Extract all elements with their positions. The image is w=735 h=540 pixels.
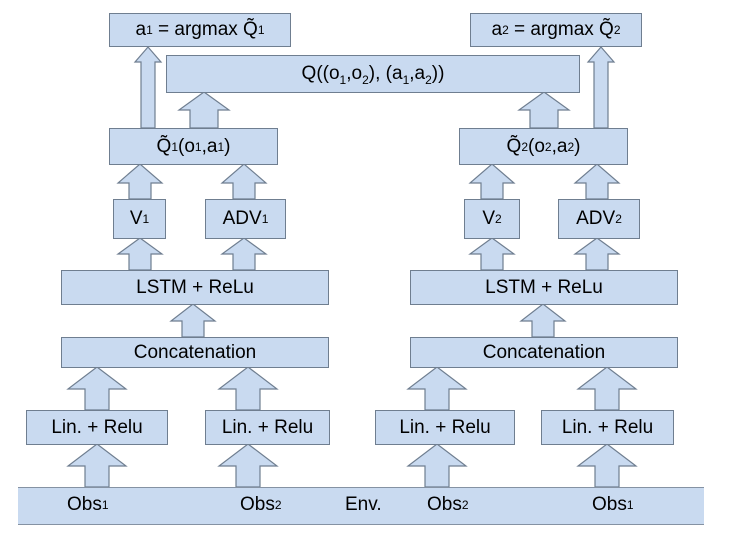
env-label: Env. [345,494,382,515]
arrow-lstm2-to-adv2 [573,237,621,271]
lin-relu-2a-box: Lin. + Relu [375,410,515,445]
arrow-adv1-to-q1 [220,163,268,200]
arrow-concat2-to-lstm2 [519,303,567,338]
concat-2-box: Concatenation [410,337,678,368]
arrow-lstm1-to-v1 [116,237,164,271]
arrow-v1-to-q1 [116,163,164,200]
arrow-to-action-1 [133,46,163,129]
arrow-v2-to-q2 [468,163,516,200]
arrow-to-joint-q-right [517,91,571,129]
arrow-lin2b-to-concat2 [576,366,638,411]
arrow-lin1b-to-concat1 [217,366,279,411]
arrow-lin2a-to-concat2 [406,366,468,411]
arrow-lstm2-to-v2 [468,237,516,271]
arrow-env-to-lin2a [406,443,468,488]
arrow-env-to-lin1b [217,443,279,488]
arrow-env-to-lin1a [66,443,128,488]
arrow-concat1-to-lstm1 [169,303,217,338]
concat-1-box: Concatenation [61,337,329,368]
environment-bar [18,487,704,525]
lin-relu-1a-box: Lin. + Relu [26,410,168,445]
arrow-to-action-2 [586,46,616,129]
arrow-adv2-to-q2 [573,163,621,200]
lstm-2-box: LSTM + ReLu [410,270,678,305]
joint-q-box: Q((o1,o2), (a1,a2)) [166,55,580,93]
arrow-to-joint-q-left [177,91,231,129]
arrow-lin1a-to-concat1 [66,366,128,411]
lstm-1-box: LSTM + ReLu [61,270,329,305]
lin-relu-1b-box: Lin. + Relu [205,410,330,445]
arrow-env-to-lin2b [576,443,638,488]
joint-q-label: Q((o1,o2), (a1,a2)) [301,63,445,87]
arrow-lstm1-to-adv1 [220,237,268,271]
lin-relu-2b-box: Lin. + Relu [541,410,674,445]
